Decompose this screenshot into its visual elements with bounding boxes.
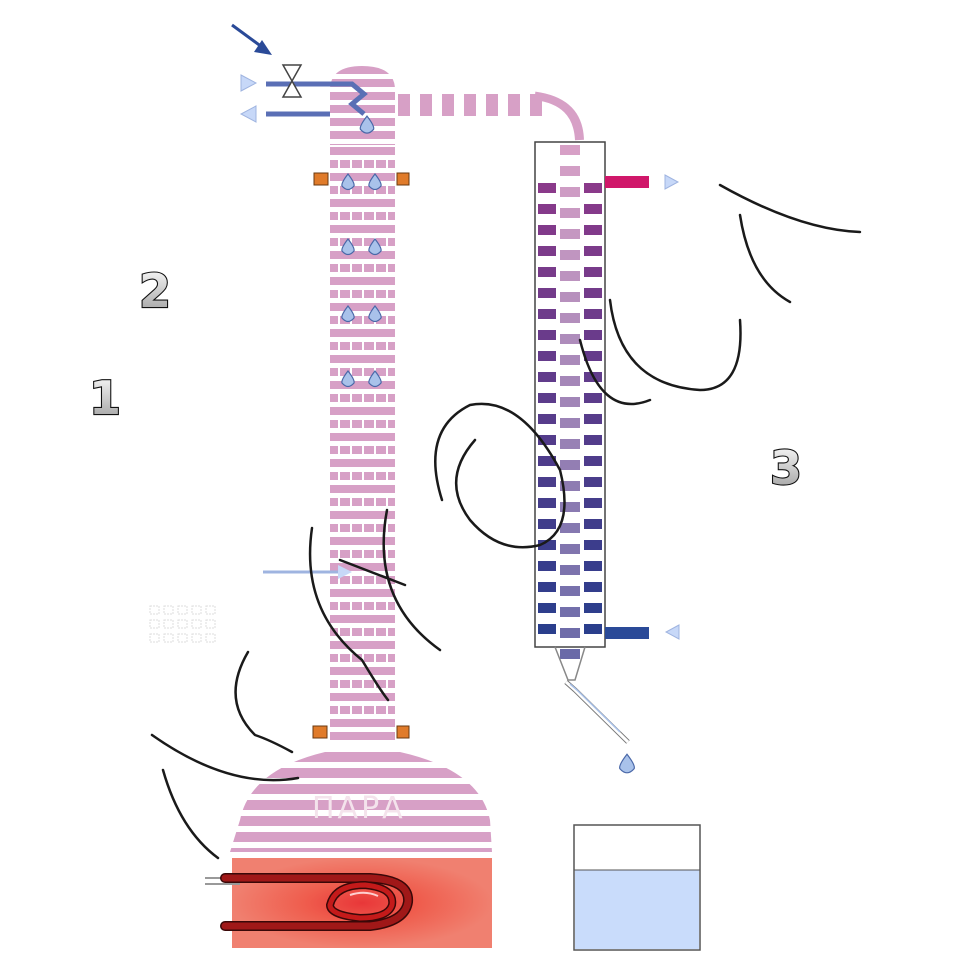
handwritten-watermark	[150, 183, 862, 860]
label-three: 3	[753, 433, 819, 499]
droplet-icon	[341, 370, 355, 388]
column-droplets	[341, 115, 382, 388]
svg-text:2: 2	[139, 264, 171, 318]
svg-text:1: 1	[89, 371, 121, 425]
hot-water-outlet	[605, 176, 649, 188]
distillation-column	[330, 66, 395, 740]
steam-dome: ПАРА	[230, 752, 492, 852]
svg-text:3: 3	[770, 441, 802, 495]
label-one: 1	[71, 362, 139, 430]
droplet-icon	[619, 753, 635, 774]
triangle-flow-icon	[240, 74, 258, 92]
feed-line	[263, 565, 352, 579]
droplet-icon	[368, 238, 382, 256]
droplet-icon	[619, 753, 635, 774]
dephlegmator-coolant-pipes	[231, 23, 368, 123]
receiver-liquid	[575, 870, 699, 949]
droplet-icon	[341, 238, 355, 256]
column-flanges	[312, 172, 410, 739]
droplet-icon	[368, 173, 382, 191]
triangle-flow-icon	[239, 105, 257, 123]
cold-water-inlet	[605, 627, 649, 639]
valve-icon	[281, 64, 303, 98]
triangle-flow-icon	[664, 624, 680, 640]
triangle-flow-icon	[664, 174, 680, 190]
heater-chamber	[205, 858, 492, 948]
condenser	[534, 141, 680, 681]
droplet-icon	[341, 305, 355, 323]
distillate-outlet-tube	[564, 680, 630, 744]
vapor-line	[398, 89, 586, 143]
steam-label: ПАРА	[312, 791, 406, 826]
receiver-vessel	[573, 824, 701, 951]
label-two: 2	[122, 257, 188, 323]
arrow-down-right-icon	[231, 23, 272, 55]
heating-element-icon	[205, 873, 414, 931]
droplet-icon	[359, 115, 375, 134]
droplet-icon	[368, 305, 382, 323]
droplet-icon	[341, 173, 355, 191]
decorative-dot-grid	[149, 605, 216, 643]
droplet-icon	[368, 370, 382, 388]
